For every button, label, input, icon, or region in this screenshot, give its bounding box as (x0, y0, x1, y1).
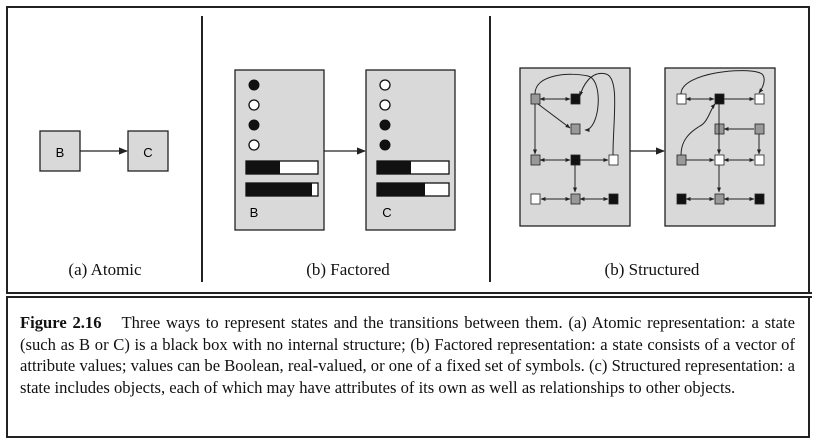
figure-frame (6, 6, 810, 438)
object-node (754, 193, 765, 205)
object-node (570, 93, 581, 105)
diagram-canvas: B C B C (39, 67, 776, 231)
attr-dot (248, 119, 260, 131)
object-node (608, 193, 619, 205)
attr-dot (379, 99, 391, 111)
factored-state-b (234, 69, 325, 231)
factored-state-c (365, 69, 456, 231)
structured-label: (b) Structured (604, 260, 700, 279)
factored-label: (b) Factored (306, 260, 390, 279)
object-node (676, 154, 687, 166)
atomic-state-c (127, 130, 169, 172)
factored-state-c-label: C (382, 205, 391, 220)
object-node (714, 93, 725, 105)
object-node (570, 193, 581, 205)
figure-number: Figure 2.16 (20, 313, 102, 332)
atomic-state-c-label: C (143, 145, 152, 160)
attr-bar-fill (377, 161, 411, 174)
attr-bar-fill (377, 183, 425, 196)
object-node (530, 193, 541, 205)
attr-dot (379, 139, 391, 151)
separator-2 (489, 16, 491, 282)
attr-dot (379, 79, 391, 91)
object-node (570, 123, 581, 135)
object-node (530, 93, 541, 105)
attr-dot (379, 119, 391, 131)
caption-text: Three ways to represent states and the t… (20, 313, 796, 397)
object-node (530, 154, 541, 166)
object-node (754, 93, 765, 105)
factored-panel: B C (234, 69, 456, 231)
factored-state-b-label: B (250, 205, 259, 220)
object-node (608, 154, 619, 166)
separator-1 (201, 16, 203, 282)
attr-bar-fill (246, 161, 280, 174)
atomic-panel: B C (39, 130, 169, 172)
object-node (676, 93, 687, 105)
structured-panel (519, 67, 776, 227)
atomic-state-b-label: B (56, 145, 65, 160)
attr-dot (248, 99, 260, 111)
object-node (714, 154, 725, 166)
object-node (676, 193, 687, 205)
object-node (570, 154, 581, 166)
attr-dot (248, 79, 260, 91)
object-node (754, 154, 765, 166)
object-node (714, 193, 725, 205)
atomic-label: (a) Atomic (68, 260, 142, 279)
object-node (754, 123, 765, 135)
attr-dot (248, 139, 260, 151)
attr-bar-fill (246, 183, 312, 196)
caption-divider (6, 292, 812, 298)
